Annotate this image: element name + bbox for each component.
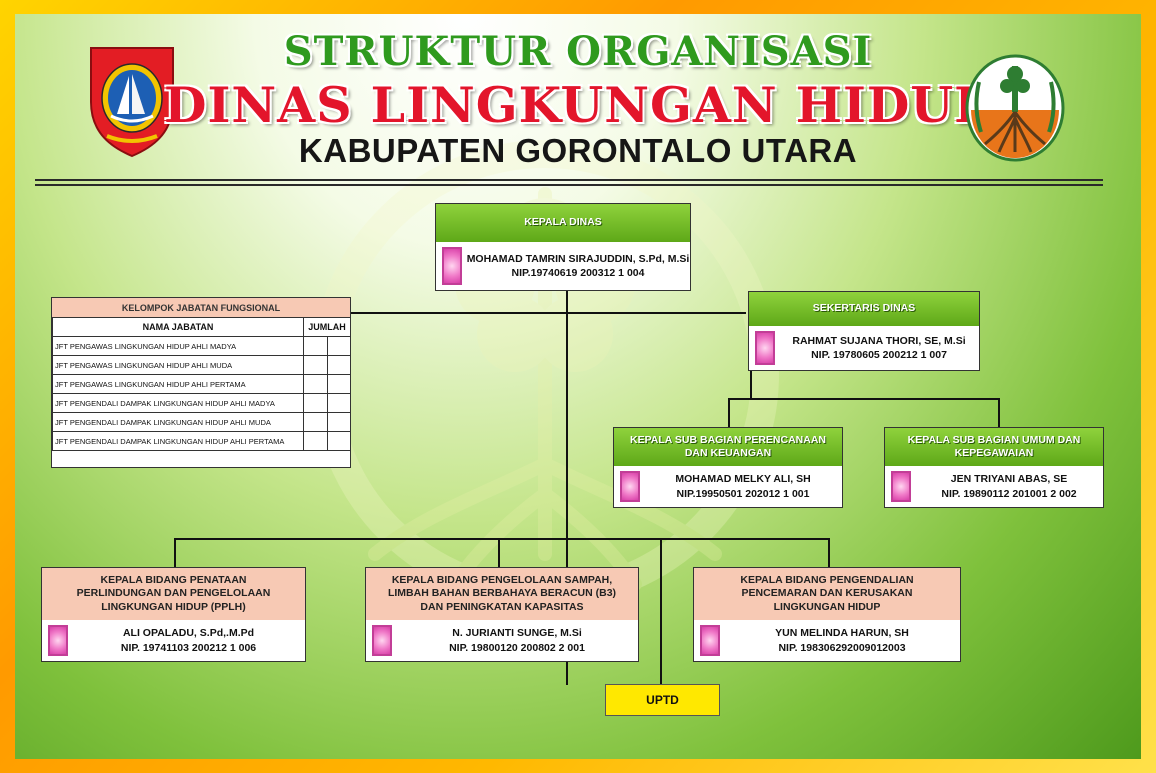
sekretaris-box[interactable]: SEKERTARIS DINAS RAHMAT SUJANA THORI, SE… (748, 291, 980, 371)
kasubag-perencanaan-name: MOHAMAD MELKY ALI, SH (675, 473, 811, 486)
kasubag-perencanaan-box[interactable]: KEPALA SUB BAGIAN PERENCANAAN DAN KEUANG… (613, 427, 843, 508)
col-jumlah: JUMLAH (303, 317, 351, 337)
connector-line (351, 312, 746, 314)
sekretaris-name: RAHMAT SUJANA THORI, SE, M.Si (792, 334, 966, 347)
kabid-sampah-title: KEPALA BIDANG PENGELOLAAN SAMPAH, LIMBAH… (366, 568, 638, 620)
sekretaris-nip: NIP. 19780605 200212 1 007 (811, 349, 947, 361)
col-nama-jabatan: NAMA JABATAN (52, 317, 304, 337)
kabid-pengendalian-nip: NIP. 198306292009012003 (778, 641, 906, 654)
kepala-dinas-name: MOHAMAD TAMRIN SIRAJUDDIN, S.Pd, M.Si (466, 252, 690, 265)
kepala-dinas-nip: NIP.19740619 200312 1 004 (511, 267, 645, 279)
photo-placeholder-icon (442, 247, 462, 285)
photo-placeholder-icon (700, 625, 720, 656)
jabatan-name: JFT PENGENDALI DAMPAK LINGKUNGAN HIDUP A… (52, 393, 304, 413)
connector-line (660, 538, 662, 685)
kabid-pengendalian-name: YUN MELINDA HARUN, SH (775, 627, 909, 640)
uptd-box[interactable]: UPTD (605, 684, 720, 716)
connector-line (498, 538, 500, 568)
header-divider (35, 184, 1103, 186)
photo-placeholder-icon (755, 331, 775, 365)
connector-line (998, 398, 1000, 427)
jabatan-name: JFT PENGAWAS LINGKUNGAN HIDUP AHLI PERTA… (52, 374, 304, 394)
table-row: JFT PENGAWAS LINGKUNGAN HIDUP AHLI MADYA (52, 336, 351, 356)
connector-line (174, 538, 830, 540)
table-row: JFT PENGENDALI DAMPAK LINGKUNGAN HIDUP A… (52, 412, 351, 432)
jabatan-name: JFT PENGENDALI DAMPAK LINGKUNGAN HIDUP A… (52, 431, 304, 451)
kasubag-umum-nip: NIP. 19890112 201001 2 002 (941, 487, 1077, 500)
jabatan-name: JFT PENGAWAS LINGKUNGAN HIDUP AHLI MUDA (52, 355, 304, 375)
jabatan-name: JFT PENGAWAS LINGKUNGAN HIDUP AHLI MADYA (52, 336, 304, 356)
photo-placeholder-icon (372, 625, 392, 656)
kabid-sampah-box[interactable]: KEPALA BIDANG PENGELOLAAN SAMPAH, LIMBAH… (365, 567, 639, 662)
poster-canvas: STRUKTUR ORGANISASI DINAS LINGKUNGAN HID… (15, 14, 1141, 759)
kabid-sampah-name: N. JURIANTI SUNGE, M.Si (452, 627, 582, 640)
kasubag-perencanaan-nip: NIP.19950501 202012 1 001 (676, 487, 810, 500)
table-row: JFT PENGAWAS LINGKUNGAN HIDUP AHLI PERTA… (52, 374, 351, 394)
kabid-sampah-nip: NIP. 19800120 200802 2 001 (449, 641, 585, 654)
table-row: JFT PENGENDALI DAMPAK LINGKUNGAN HIDUP A… (52, 393, 351, 413)
connector-line (828, 538, 830, 568)
kasubag-umum-name: JEN TRIYANI ABAS, SE (950, 473, 1068, 486)
title-line-1: STRUKTUR ORGANISASI (283, 28, 873, 75)
kabid-pengendalian-title: KEPALA BIDANG PENGENDALIAN PENCEMARAN DA… (694, 568, 960, 620)
connector-line (728, 398, 730, 427)
title-line-2: DINAS LINGKUNGAN HIDUP (163, 76, 993, 134)
regency-shield-emblem-icon (90, 47, 174, 158)
kabid-pengendalian-box[interactable]: KEPALA BIDANG PENGENDALIAN PENCEMARAN DA… (693, 567, 961, 662)
kabid-pplh-box[interactable]: KEPALA BIDANG PENATAAN PERLINDUNGAN DAN … (41, 567, 306, 662)
photo-placeholder-icon (620, 471, 640, 502)
tree-roots-emblem-icon (965, 54, 1065, 162)
jabatan-fungsional-table: NAMA JABATAN JUMLAH JFT PENGAWAS LINGKUN… (52, 317, 351, 451)
jabatan-name: JFT PENGENDALI DAMPAK LINGKUNGAN HIDUP A… (52, 412, 304, 432)
connector-line (174, 538, 176, 568)
table-row: JFT PENGAWAS LINGKUNGAN HIDUP AHLI MUDA (52, 355, 351, 375)
kabid-pplh-title: KEPALA BIDANG PENATAAN PERLINDUNGAN DAN … (42, 568, 305, 620)
kasubag-umum-box[interactable]: KEPALA SUB BAGIAN UMUM DAN KEPEGAWAIAN J… (884, 427, 1104, 508)
jabatan-fungsional-panel: KELOMPOK JABATAN FUNGSIONAL NAMA JABATAN… (51, 297, 351, 468)
header-divider (35, 179, 1103, 181)
title-line-3: KABUPATEN GORONTALO UTARA (298, 132, 858, 169)
kabid-pplh-nip: NIP. 19741103 200212 1 006 (120, 641, 257, 654)
kabid-pplh-name: ALI OPALADU, S.Pd,.M.Pd (122, 627, 255, 640)
kepala-dinas-box[interactable]: KEPALA DINAS MOHAMAD TAMRIN SIRAJUDDIN, … (435, 203, 691, 291)
table-row: JFT PENGENDALI DAMPAK LINGKUNGAN HIDUP A… (52, 431, 351, 451)
photo-placeholder-icon (891, 471, 911, 502)
photo-placeholder-icon (48, 625, 68, 656)
kepala-dinas-title: KEPALA DINAS (436, 204, 690, 242)
connector-line (728, 398, 1000, 400)
jabatan-fungsional-title: KELOMPOK JABATAN FUNGSIONAL (52, 298, 350, 318)
kasubag-perencanaan-title: KEPALA SUB BAGIAN PERENCANAAN DAN KEUANG… (614, 428, 842, 466)
kasubag-umum-title: KEPALA SUB BAGIAN UMUM DAN KEPEGAWAIAN (885, 428, 1103, 466)
connector-line (566, 290, 568, 685)
connector-line (750, 370, 752, 400)
sekretaris-title: SEKERTARIS DINAS (749, 292, 979, 326)
